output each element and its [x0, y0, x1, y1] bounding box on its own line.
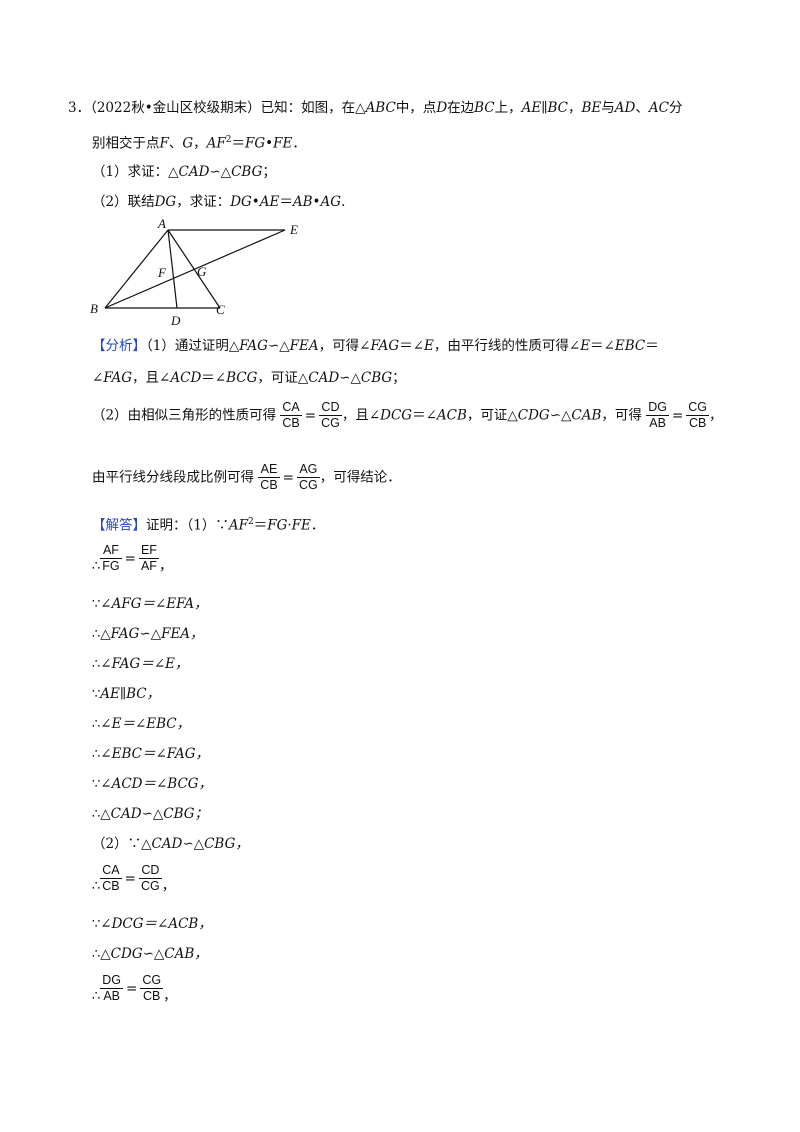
label-B: B [90, 301, 98, 316]
solution-step-10: （2）∵△CAD∽△CBG， [92, 836, 249, 852]
solution-tag: 【解答】 [92, 517, 146, 534]
analysis-tag: 【分析】 [92, 338, 146, 354]
problem-part-2: （2）联结DG，求证：DG•AE＝AB•AG. [92, 194, 346, 210]
analysis-line-2: ∠FAG，且∠ACD＝∠BCG，可证△CAD∽△CBG； [92, 370, 406, 386]
label-D: D [170, 313, 181, 328]
geometry-figure: A E F G B C D [90, 216, 298, 328]
solution-step-7: ∴∠EBC＝∠FAG， [92, 746, 209, 762]
segment-AD [167, 229, 178, 309]
label-G: G [197, 264, 207, 279]
label-A: A [157, 216, 166, 231]
solution-step-4: ∴∠FAG＝∠E， [92, 656, 189, 672]
problem-number: 3． [68, 100, 91, 116]
problem-source: （2022秋•金山区校级期末） [90, 100, 261, 116]
solution-step-6: ∴∠E＝∠EBC， [92, 716, 191, 732]
solution-step-13: ∴△CDG∽△CAB， [92, 946, 208, 962]
problem-line-1: 3．（2022秋•金山区校级期末）已知：如图，在△ABC中，点D在边BC上，AE… [68, 100, 683, 116]
solution-step-12: ∵∠DCG＝∠ACB， [92, 916, 212, 932]
solution-step-5: ∵AE∥BC， [92, 686, 161, 702]
solution-step-8: ∵∠ACD＝∠BCG， [92, 776, 213, 792]
problem-line-2: 别相交于点F、G，AF2＝FG•FE． [92, 135, 306, 152]
label-F: F [157, 265, 167, 280]
solution-step-3: ∴△FAG∽△FEA， [92, 626, 204, 642]
segment-AB [104, 229, 169, 309]
label-E: E [289, 222, 298, 237]
analysis-line-1: 【分析】（1）通过证明△FAG∽△FEA，可得∠FAG＝∠E，由平行线的性质可得… [92, 338, 659, 354]
segment-BE [104, 229, 286, 309]
solution-step-9: ∴△CAD∽△CBG； [92, 806, 209, 822]
problem-part-1: （1）求证：△CAD∽△CBG； [92, 164, 276, 180]
solution-head: 【解答】证明：（1）∵AF2＝FG·FE． [92, 517, 325, 534]
solution-step-2: ∵∠AFG＝∠EFA， [92, 596, 208, 612]
label-C: C [216, 302, 225, 317]
